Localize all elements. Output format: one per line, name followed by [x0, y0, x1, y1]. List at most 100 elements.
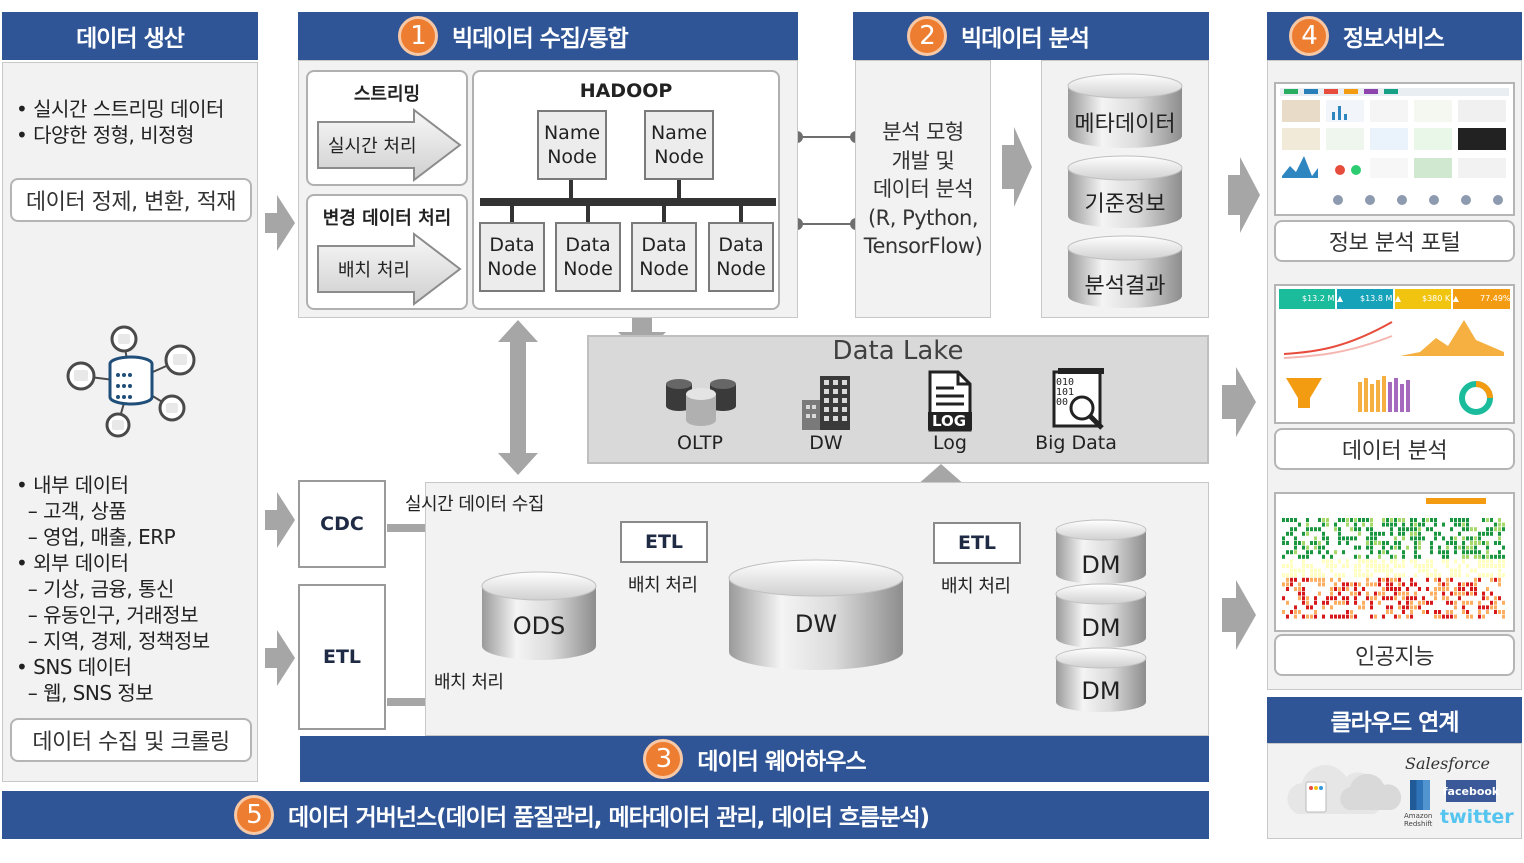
heatmap-cell [1286, 577, 1289, 582]
heatmap-cell [1454, 568, 1457, 573]
heatmap-cell [1390, 568, 1393, 573]
heatmap-cell [1386, 610, 1389, 614]
heatmap-cell [1342, 564, 1345, 568]
datalake-item-oltp: OLTP [677, 432, 723, 454]
heatmap-cell [1458, 568, 1461, 573]
heatmap-cell [1370, 600, 1373, 605]
name-node-2: Name Node [644, 110, 714, 180]
streaming-title: 스트리밍 [353, 84, 421, 105]
heatmap-cell [1466, 573, 1469, 578]
heatmap-cell [1358, 591, 1361, 596]
kpi-2: $13.8 M ▲ [1360, 294, 1402, 303]
heatmap-cell [1410, 527, 1413, 532]
heatmap-cell [1410, 610, 1413, 614]
heatmap-cell [1438, 610, 1441, 614]
heatmap-cell [1298, 541, 1301, 545]
heatmap-cell [1338, 591, 1341, 596]
heatmap-cell [1466, 582, 1469, 587]
heatmap-cell [1498, 518, 1501, 522]
heatmap-cell [1402, 591, 1405, 596]
heatmap-cell [1418, 605, 1421, 610]
service-item-ai[interactable]: 인공지능 [1274, 634, 1515, 676]
heatmap-cell [1338, 527, 1341, 532]
heatmap-cell [1498, 573, 1501, 578]
heatmap-cell [1474, 587, 1477, 591]
heatmap-cell [1318, 518, 1321, 522]
heatmap-cell [1478, 554, 1481, 559]
heatmap-cell [1358, 573, 1361, 578]
streaming-arrow-label: 실시간 처리 [328, 136, 417, 157]
heatmap-cell [1282, 564, 1285, 568]
batch-label-mid: 배치 처리 [628, 575, 698, 596]
heatmap-cell [1386, 568, 1389, 573]
heatmap-cell [1314, 596, 1317, 601]
service-item-analysis[interactable]: 데이터 분석 [1274, 428, 1515, 470]
heatmap-cell [1294, 568, 1297, 573]
heatmap-cell [1398, 614, 1401, 619]
heatmap-cell [1318, 582, 1321, 587]
service-item-portal[interactable]: 정보 분석 포털 [1274, 220, 1515, 262]
heatmap-cell [1366, 545, 1369, 550]
heatmap-cell [1382, 577, 1385, 582]
heatmap-cell [1490, 591, 1493, 596]
heatmap-cell [1386, 573, 1389, 578]
heatmap-cell [1470, 600, 1473, 605]
heatmap-cell [1474, 550, 1477, 555]
heatmap-cell [1358, 554, 1361, 559]
heatmap-cell [1394, 522, 1397, 527]
heatmap-cell [1370, 545, 1373, 550]
heatmap-cell [1410, 531, 1413, 536]
heatmap-cell [1482, 554, 1485, 559]
heatmap-cell [1326, 536, 1329, 541]
heatmap-cell [1446, 550, 1449, 555]
name-node-1: Name Node [537, 110, 607, 180]
heatmap-cell [1302, 596, 1305, 601]
heatmap-cell [1414, 527, 1417, 532]
heatmap-cell [1426, 568, 1429, 573]
heatmap-cell [1426, 518, 1429, 522]
heatmap-cell [1286, 614, 1289, 619]
heatmap-cell [1434, 614, 1437, 619]
heatmap-cell [1286, 587, 1289, 591]
heatmap-cell [1434, 518, 1437, 522]
heatmap-cell [1466, 518, 1469, 522]
heatmap-cell [1434, 577, 1437, 582]
heatmap-cell [1406, 605, 1409, 610]
heatmap-cell [1414, 522, 1417, 527]
heatmap-cell [1350, 614, 1353, 619]
salesforce-logo: Salesforce [1405, 754, 1490, 773]
heatmap-cell [1498, 536, 1501, 541]
heatmap-cell [1370, 527, 1373, 532]
heatmap-cell [1446, 582, 1449, 587]
heatmap-cell [1446, 577, 1449, 582]
heatmap-cell [1438, 614, 1441, 619]
warehouse-header-label: 데이터 웨어하우스 [697, 749, 866, 775]
heatmap-cell [1318, 573, 1321, 578]
heatmap-cell [1394, 564, 1397, 568]
heatmap-cell [1498, 531, 1501, 536]
collect-number-badge: 1 [398, 16, 438, 56]
heatmap-cell [1294, 587, 1297, 591]
heatmap-cell [1342, 582, 1345, 587]
heatmap-cell [1306, 577, 1309, 582]
heatmap-cell [1290, 531, 1293, 536]
heatmap-cell [1410, 522, 1413, 527]
heatmap-cell [1430, 564, 1433, 568]
heatmap-cell [1466, 527, 1469, 532]
heatmap-cell [1406, 591, 1409, 596]
heatmap-cell [1450, 573, 1453, 578]
heatmap-cell [1350, 591, 1353, 596]
heatmap-cell [1410, 559, 1413, 564]
heatmap-cell [1462, 522, 1465, 527]
heatmap-cell [1302, 531, 1305, 536]
heatmap-cell [1494, 596, 1497, 601]
heatmap-cell [1314, 577, 1317, 582]
heatmap-cell [1294, 614, 1297, 619]
heatmap-cell [1502, 564, 1505, 568]
etl-left-label: ETL [322, 646, 362, 668]
heatmap-cell [1390, 559, 1393, 564]
heatmap-cell [1374, 536, 1377, 541]
heatmap-cell [1306, 564, 1309, 568]
heatmap-cell [1354, 527, 1357, 532]
heatmap-cell [1310, 577, 1313, 582]
